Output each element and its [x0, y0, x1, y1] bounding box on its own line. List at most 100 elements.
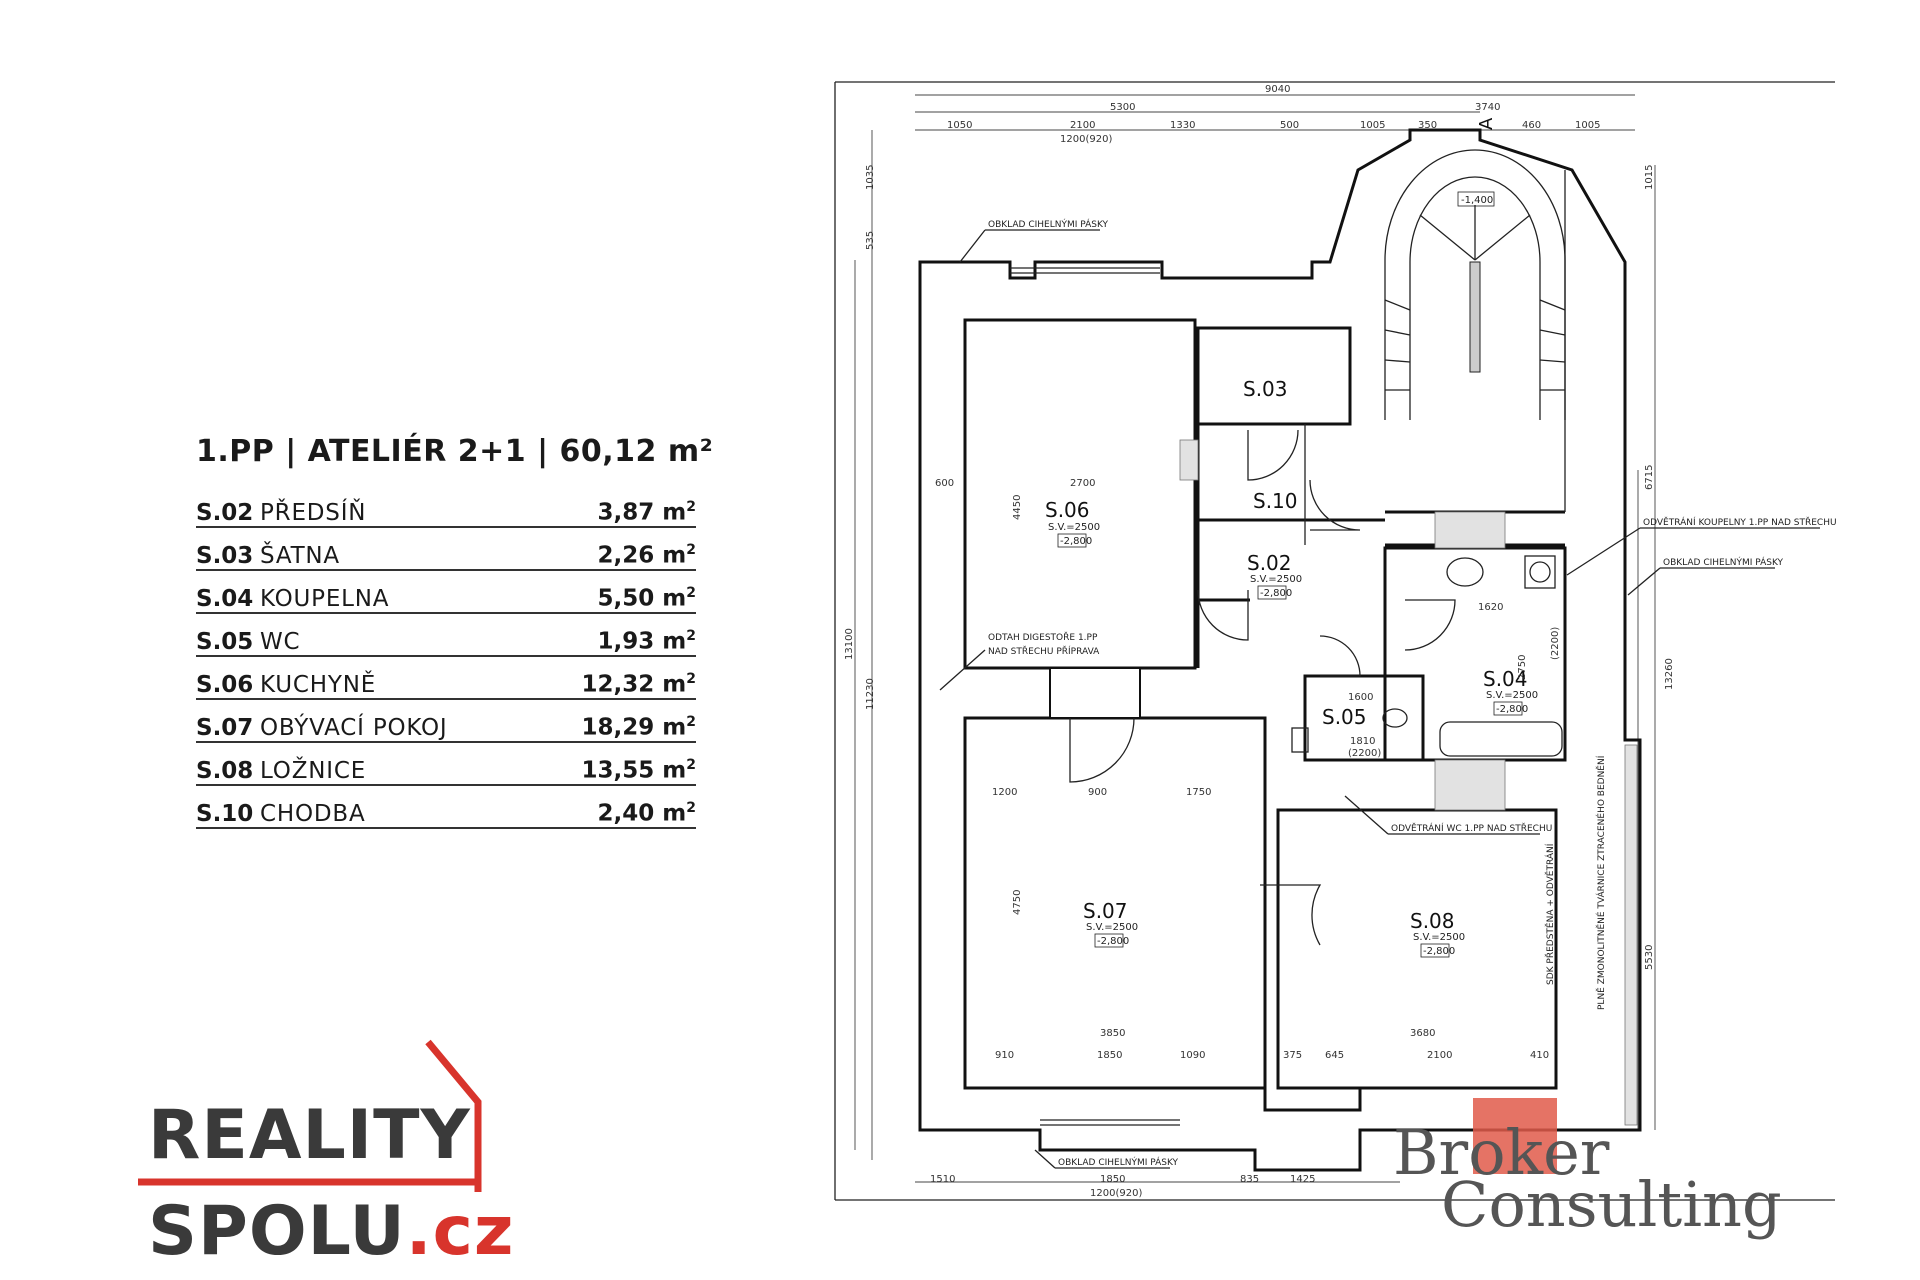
legend-room-code: S.05 [196, 629, 254, 655]
legend-room-code: S.04 [196, 586, 254, 612]
dim-top-460: 460 [1522, 120, 1541, 131]
legend-room-name: ŠATNA [260, 543, 340, 569]
dim-s07-910: 910 [995, 1050, 1014, 1061]
legend-room-area: 5,50 m2 [598, 585, 696, 612]
legend-area-unit-sup: 2 [686, 628, 696, 645]
dim-right-1015: 1015 [1644, 165, 1655, 190]
room-sv-s04: S.V.=2500 [1486, 690, 1538, 701]
legend-room-name: CHODBA [260, 801, 366, 827]
note-plne: PLNĚ ZMONOLITNĚNÉ TVÁRNICE ZTRACENÉHO BE… [1595, 755, 1607, 1010]
note-sdk: SDK PŘEDSTĚNA + ODVĚTRÁNÍ [1544, 843, 1556, 985]
room-sv-s08: S.V.=2500 [1413, 932, 1465, 943]
legend-room-name: PŘEDSÍŇ [260, 500, 367, 526]
legend-room-area: 12,32 m2 [582, 671, 696, 698]
reality-spolu-logo: REALITY SPOLU.cz [138, 1032, 513, 1271]
dim-top-2100: 2100 [1070, 120, 1095, 131]
doors [1069, 429, 1456, 946]
note-odtah-2: NAD STŘECHU PŘÍPRAVA [988, 645, 1100, 657]
legend-room-area: 13,55 m2 [582, 757, 696, 784]
dim-right-13260: 13260 [1664, 658, 1675, 690]
legend-room-area: 1,93 m2 [598, 628, 696, 655]
dim-s08-645: 645 [1325, 1050, 1344, 1061]
room-label-s07: S.07 [1083, 899, 1128, 923]
room-label-s10: S.10 [1253, 489, 1298, 513]
dim-top-total: 9040 [1265, 84, 1290, 95]
legend-area-unit-sup: 2 [686, 800, 696, 817]
legend-title: 1.PP | ATELIÉR 2+1 | 60,12 m² [196, 434, 714, 469]
legend-room-code: S.06 [196, 672, 254, 698]
reality-logo-line1: REALITY [148, 1096, 471, 1175]
legend-area-unit-sup: 2 [686, 757, 696, 774]
legend-room-area: 2,26 m2 [598, 542, 696, 569]
dim-s05-1600: 1600 [1348, 692, 1373, 703]
dim-s07-1090: 1090 [1180, 1050, 1205, 1061]
dim-bot-1425: 1425 [1290, 1174, 1315, 1185]
room-label-s04: S.04 [1483, 667, 1528, 691]
dim-s07-4750: 4750 [1012, 890, 1023, 915]
dim-s07-1200: 1200 [992, 787, 1017, 798]
dim-s05-2200: (2200) [1348, 748, 1381, 759]
dim-bot-1850: 1850 [1100, 1174, 1125, 1185]
dim-left-13100: 13100 [844, 628, 855, 660]
legend-room-area: 18,29 m2 [582, 714, 696, 741]
legend-area-unit-sup: 2 [686, 714, 696, 731]
dim-s04-2750: 2750 [1517, 655, 1528, 680]
dim-s08-410: 410 [1530, 1050, 1549, 1061]
note-vetrani-koupelny: ODVĚTRÁNÍ KOUPELNY 1.PP NAD STŘECHU [1643, 516, 1837, 528]
broker-consulting-logo: Broker Consulting [1385, 1092, 1785, 1242]
note-odtah: ODTAH DIGESTOŘE 1.PP [988, 632, 1098, 643]
legend-room-name: LOŽNICE [260, 758, 367, 784]
dim-top-1330: 1330 [1170, 120, 1195, 131]
broker-logo-square-icon [1473, 1098, 1557, 1174]
dim-top-1200-920: 1200(920) [1060, 134, 1112, 145]
broker-logo-line1: Broker [1393, 1116, 1610, 1189]
dim-right-6715: 6715 [1644, 465, 1655, 490]
legend-room-area: 3,87 m2 [598, 499, 696, 526]
legend-area-value: 18,29 m [581, 715, 687, 741]
dim-s06-2700: 2700 [1070, 478, 1095, 489]
room-level-s08: -2,800 [1423, 946, 1455, 957]
legend-room-name: KOUPELNA [260, 586, 390, 612]
dim-left-535: 535 [865, 231, 876, 250]
room-level-s07: -2,800 [1097, 936, 1129, 947]
legend-room-code: S.02 [196, 500, 254, 526]
note-obklad-top: OBKLAD CIHELNÝMI PÁSKY [988, 218, 1109, 230]
legend-area-unit-sup: 2 [686, 499, 696, 516]
dim-s06-600: 600 [935, 478, 954, 489]
legend-area-value: 2,26 m [597, 543, 687, 569]
dim-s06-4450: 4450 [1012, 495, 1023, 520]
legend-area-value: 13,55 m [581, 758, 687, 784]
dim-bot-1510: 1510 [930, 1174, 955, 1185]
dim-s07-900: 900 [1088, 787, 1107, 798]
dim-left-11230: 11230 [865, 678, 876, 710]
bathroom-fixtures [1291, 555, 1563, 757]
dim-top-1050: 1050 [947, 120, 972, 131]
broker-logo-line2: Consulting [1441, 1168, 1782, 1241]
dim-s05-1810: 1810 [1350, 736, 1375, 747]
note-obklad-bottom: OBKLAD CIHELNÝMI PÁSKY [1058, 1156, 1179, 1168]
legend-room-code: S.07 [196, 715, 254, 741]
plan-notes: OBKLAD CIHELNÝMI PÁSKY OBKLAD CIHELNÝMI … [939, 218, 1837, 1169]
dim-bot-1200-920: 1200(920) [1090, 1188, 1142, 1199]
legend-room-code: S.08 [196, 758, 254, 784]
dim-top-5300: 5300 [1110, 102, 1135, 113]
legend-area-unit-sup: 2 [686, 671, 696, 688]
drawing-frame [834, 81, 1835, 1201]
dim-bot-835: 835 [1240, 1174, 1259, 1185]
windows [1010, 267, 1180, 1126]
dim-s07-3850: 3850 [1100, 1028, 1125, 1039]
room-sv-s06: S.V.=2500 [1048, 522, 1100, 533]
reality-logo-cz: .cz [405, 1192, 515, 1271]
room-label-s06: S.06 [1045, 498, 1090, 522]
legend-room-name: KUCHYNĚ [260, 672, 377, 698]
stair-level-label: -1,400 [1461, 195, 1493, 206]
room-level-s02: -2,800 [1260, 588, 1292, 599]
